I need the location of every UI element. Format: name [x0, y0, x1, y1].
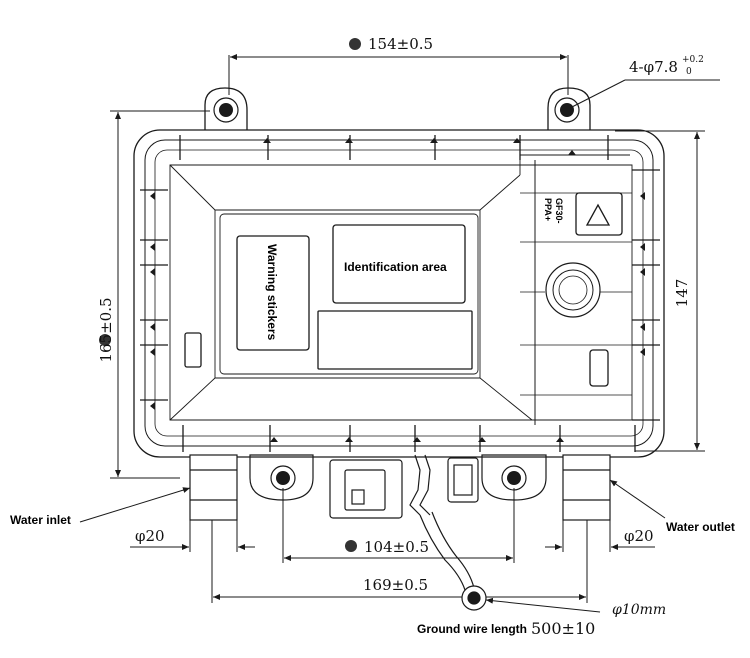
hole-spec-leader [569, 79, 720, 109]
mounting-hole-top-left [213, 97, 239, 123]
top-width-label: 154±0.5 [368, 35, 433, 53]
mounting-hole-top-right [554, 97, 580, 123]
critical-dimension-marker [99, 334, 111, 346]
mounting-hole-bottom-right [501, 465, 527, 491]
water-inlet-pipe [189, 454, 238, 521]
water-pipes [189, 454, 611, 521]
critical-dimension-marker [345, 540, 357, 552]
top-width-dimension [228, 54, 569, 95]
label-leaders [79, 479, 666, 613]
hole-spec-label: 4-φ7.8 [629, 58, 678, 76]
right-height-dimension [615, 130, 705, 452]
bottom-width-label: 169±0.5 [363, 576, 428, 594]
warning-stickers-label: Warning stickers [265, 244, 279, 341]
left-height-dimension [110, 110, 210, 479]
ground-terminal-label: φ10mm [612, 602, 666, 618]
water-outlet-pipe [562, 454, 611, 521]
left-height-label: 165±0.5 [97, 297, 115, 362]
hole-spec-upper-tol: +0.2 [682, 55, 704, 65]
identification-area-label: Identification area [344, 260, 447, 274]
water-outlet-label: Water outlet [666, 520, 735, 534]
critical-dimension-marker [349, 38, 361, 50]
bottom-connectors [329, 454, 479, 519]
hole-spec-lower-tol: 0 [686, 67, 692, 77]
ground-wire [419, 511, 487, 611]
inlet-diameter-label: φ20 [135, 527, 165, 545]
ground-wire-length-value: 500±10 [531, 619, 595, 638]
material-ppa-label: PPA+ [543, 198, 553, 221]
rib-markers [150, 138, 645, 442]
right-height-label: 147 [673, 279, 691, 308]
bottom-width-dimension [211, 510, 588, 603]
mounting-hole-bottom-left [270, 465, 296, 491]
outlet-diameter-label: φ20 [624, 527, 654, 545]
ground-wire-length-label: Ground wire length [417, 622, 527, 636]
mounting-holes [213, 97, 580, 501]
water-inlet-label: Water inlet [10, 513, 71, 527]
bottom-hole-spacing-label: 104±0.5 [364, 538, 429, 556]
heater-body [133, 87, 665, 458]
material-gf-label: GF30- [554, 198, 564, 224]
